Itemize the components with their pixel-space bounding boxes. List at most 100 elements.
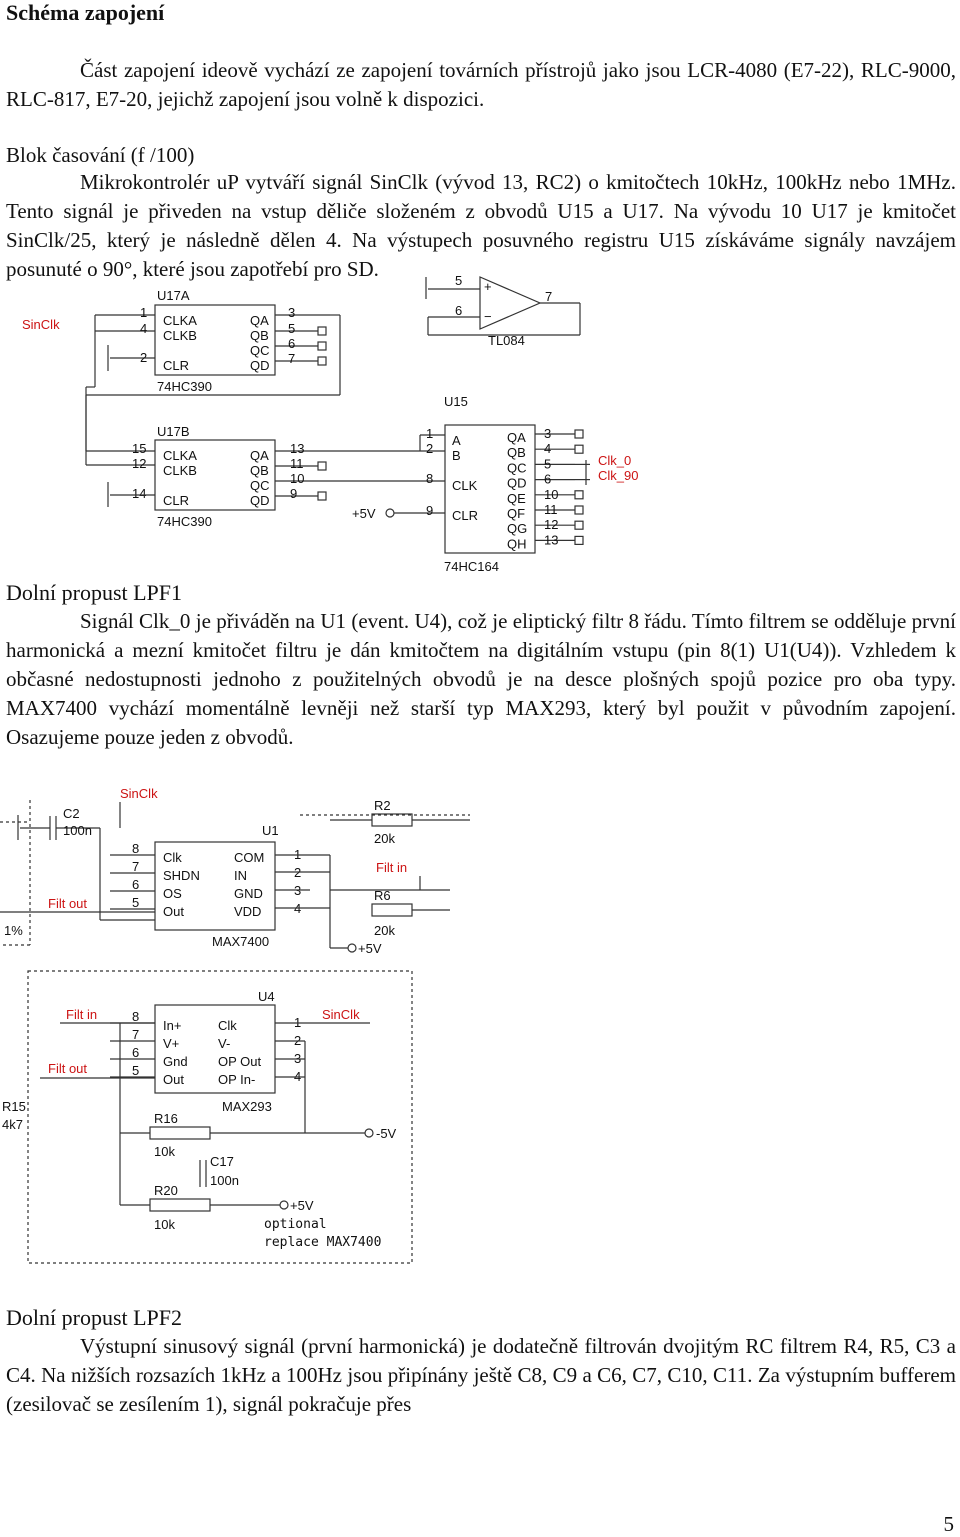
u15-pin-label: CLR xyxy=(452,508,478,523)
u1-pin-label: IN xyxy=(234,868,247,883)
u17b-pin: 9 xyxy=(290,486,297,501)
edge-text: 1% xyxy=(4,923,23,938)
sub-heading: Blok časování (f /100) xyxy=(6,143,195,167)
c2-value: 100n xyxy=(63,823,92,838)
opamp-pin: 7 xyxy=(545,289,552,304)
u1-pin: 8 xyxy=(132,841,139,856)
u15-pin: 10 xyxy=(544,487,558,502)
u15-pin-label: B xyxy=(452,448,461,463)
r20-value: 10k xyxy=(154,1217,175,1232)
filt-out-label: Filt out xyxy=(48,1061,87,1076)
u1-pin-label: VDD xyxy=(234,904,261,919)
u4-pin-label: V+ xyxy=(163,1036,179,1051)
u15-pin: 6 xyxy=(544,472,551,487)
u1-pin: 6 xyxy=(132,877,139,892)
u17a-pin: 2 xyxy=(140,350,147,365)
u15-pin-label: QG xyxy=(507,521,527,536)
filt-in-label: Filt in xyxy=(376,860,407,875)
u17b-body xyxy=(154,439,276,511)
lpf2-paragraph: Výstupní sinusový signál (první harmonic… xyxy=(6,1334,956,1416)
r16-ref: R16 xyxy=(154,1111,178,1126)
u17b-pin: 15 xyxy=(132,441,146,456)
u1-pin-label: COM xyxy=(234,850,264,865)
u15-pin: 4 xyxy=(544,441,551,456)
u15-pin-label: QH xyxy=(507,536,527,551)
timing-paragraph: Mikrokontrolér uP vytváří signál SinClk … xyxy=(6,170,956,281)
intro-paragraph: Část zapojení ideově vychází ze zapojení… xyxy=(6,58,956,111)
u1-pin-label: SHDN xyxy=(163,868,200,883)
clk0-label: Clk_0 xyxy=(598,453,631,468)
lpf2-heading: Dolní propust LPF2 xyxy=(6,1305,183,1330)
c17-ref: C17 xyxy=(210,1154,234,1169)
note-replace: replace MAX7400 xyxy=(264,1235,381,1250)
u17a-pin: 3 xyxy=(288,305,295,320)
u15-pin-label: QB xyxy=(507,445,526,460)
nc-marker xyxy=(574,444,584,454)
u17a-part: 74HC390 xyxy=(157,379,212,394)
r20-body xyxy=(149,1198,211,1212)
u17a-pin-label: CLKB xyxy=(163,328,197,343)
nc-marker xyxy=(574,520,584,530)
u17a-pin: 1 xyxy=(140,305,147,320)
u4-pin-label: Gnd xyxy=(163,1054,188,1069)
u15-pin: 1 xyxy=(426,426,433,441)
optional-frame xyxy=(27,970,413,1264)
u4-body xyxy=(154,1004,276,1094)
c17-value: 100n xyxy=(210,1173,239,1188)
u1-pin: 5 xyxy=(132,895,139,910)
u17a-pin: 5 xyxy=(288,321,295,336)
u15-pin: 3 xyxy=(544,426,551,441)
opamp-plus: + xyxy=(484,279,492,294)
u15-pin: 9 xyxy=(426,503,433,518)
u15-pin: 12 xyxy=(544,517,558,532)
u4-pin-label: Clk xyxy=(218,1018,237,1033)
u17b-pin-label: QD xyxy=(250,493,270,508)
max7400-schematic: C2 100n SinClk U1 8Clk7SHDN6OS5Out1COM2I… xyxy=(0,786,470,956)
u17b-pin: 13 xyxy=(290,441,304,456)
u4-pin-label: Out xyxy=(163,1072,184,1087)
u17a-pin-label: QA xyxy=(250,313,269,328)
u15-pin: 5 xyxy=(544,456,551,471)
u17a-pin: 4 xyxy=(140,321,147,336)
u15-pin-label: QD xyxy=(507,476,527,491)
r2-value: 20k xyxy=(374,831,395,846)
u4-pin-label: V- xyxy=(218,1036,230,1051)
u15-pin-label: QC xyxy=(507,460,527,475)
opamp-pin: 5 xyxy=(455,275,462,288)
u1-ref: U1 xyxy=(262,823,279,838)
u4-pin: 5 xyxy=(132,1063,139,1078)
u4-ref: U4 xyxy=(258,989,275,1004)
u17a-pin-label: QD xyxy=(250,358,270,373)
edge-r15: R15 xyxy=(2,1099,26,1114)
vcc-label: +5V xyxy=(352,506,376,521)
r16-body xyxy=(149,1126,211,1140)
vcc-label: +5V xyxy=(290,1198,314,1213)
r2-ref: R2 xyxy=(374,798,391,813)
u1-pin: 7 xyxy=(132,859,139,874)
u17b-ref: U17B xyxy=(157,424,190,439)
u17a-pin-label: CLR xyxy=(163,358,189,373)
vcc-label: +5V xyxy=(358,941,382,956)
u15-pin-label: CLK xyxy=(452,478,478,493)
u1-pin-label: Clk xyxy=(163,850,182,865)
u17b-pin-label: CLKA xyxy=(163,448,197,463)
u15-pin: 2 xyxy=(426,441,433,456)
u17b-pin: 11 xyxy=(290,456,304,471)
u15-pin-label: QF xyxy=(507,506,525,521)
u17b-part: 74HC390 xyxy=(157,514,212,529)
filt-out-label: Filt out xyxy=(48,896,87,911)
u4-pin: 6 xyxy=(132,1045,139,1060)
u17b-pin-label: CLKB xyxy=(163,463,197,478)
u17b-pin: 14 xyxy=(132,486,146,501)
u15-pin: 13 xyxy=(544,532,558,547)
sinclk-label: SinClk xyxy=(322,1007,360,1022)
u17b-pin: 10 xyxy=(290,471,304,486)
r16-value: 10k xyxy=(154,1144,175,1159)
opamp-part: TL084 xyxy=(488,333,525,348)
u1-body xyxy=(154,841,276,931)
c2-ref: C2 xyxy=(63,806,80,821)
u15-body xyxy=(444,424,536,554)
nc-marker xyxy=(574,505,584,515)
u4-pin-label: OP Out xyxy=(218,1054,262,1069)
